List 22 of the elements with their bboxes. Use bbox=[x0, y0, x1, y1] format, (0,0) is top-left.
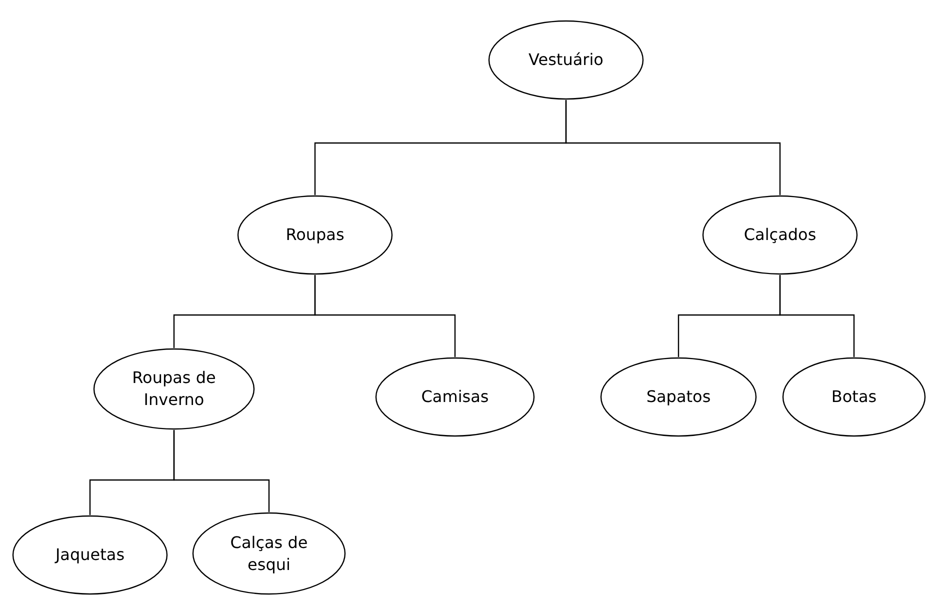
node-label: Sapatos bbox=[646, 386, 711, 408]
ellipse-node bbox=[375, 357, 535, 437]
connector-line bbox=[314, 275, 456, 357]
connector-line bbox=[173, 430, 270, 512]
node-label: Calças de esqui bbox=[229, 532, 309, 576]
ellipse-node bbox=[488, 20, 644, 100]
node-label: Calçados bbox=[744, 224, 816, 246]
ellipse-node bbox=[93, 348, 255, 430]
ellipse-node bbox=[702, 195, 858, 275]
node-label: Jaquetas bbox=[55, 544, 125, 566]
ellipse-node bbox=[237, 195, 393, 275]
ellipse-node bbox=[600, 357, 757, 437]
ellipse-node bbox=[12, 515, 168, 595]
ellipse-node bbox=[782, 357, 926, 437]
ellipse-node bbox=[192, 512, 346, 595]
node-label: Botas bbox=[831, 386, 877, 408]
connector-line bbox=[779, 275, 855, 357]
node-label: Vestuário bbox=[528, 49, 604, 71]
connector-line bbox=[565, 100, 781, 195]
node-label: Roupas de Inverno bbox=[131, 367, 217, 411]
node-label: Roupas bbox=[286, 224, 344, 246]
node-label: Camisas bbox=[421, 386, 489, 408]
